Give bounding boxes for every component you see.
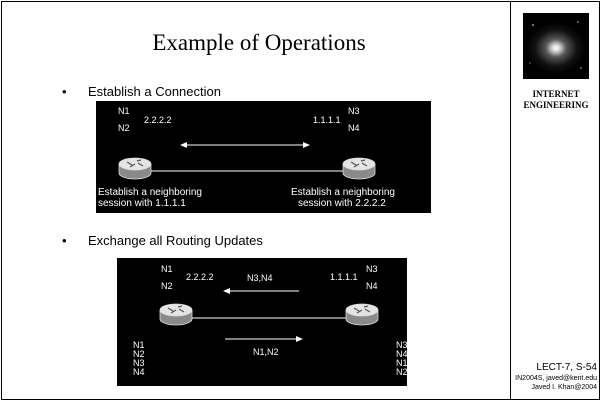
left-table-entry-2: N2 <box>133 349 145 359</box>
left-router-address: 2.2.2.2 <box>144 115 172 125</box>
left-network-2: N2 <box>161 281 173 291</box>
right-network-2: N4 <box>366 281 378 291</box>
right-table-entry-2: N4 <box>396 349 407 359</box>
left-network-2: N2 <box>118 123 130 133</box>
lecture-slide-number: LECT-7, S-54 <box>536 362 597 373</box>
left-router-icon <box>118 157 152 180</box>
diagram-exchange-updates: N1 2.2.2.2 N2 N3 1.1.1.1 N4 N3,N4 N1,N2 … <box>117 258 407 386</box>
brand-label: INTERNET ENGINEERING <box>514 89 598 111</box>
sidebar-divider <box>510 1 511 400</box>
right-network-2: N4 <box>348 123 360 133</box>
brand-line-1: INTERNET <box>532 89 580 99</box>
right-network-1: N3 <box>348 106 360 116</box>
connection-arrow <box>151 142 346 172</box>
update-arrows <box>191 288 347 342</box>
left-router-address: 2.2.2.2 <box>186 272 214 282</box>
left-caption-line-2: session with 1.1.1.1 <box>98 198 186 209</box>
right-router-icon <box>345 303 379 326</box>
left-router-icon <box>159 303 193 326</box>
left-table-entry-3: N3 <box>133 358 145 368</box>
right-router-icon <box>342 157 376 180</box>
brand-line-2: ENGINEERING <box>523 100 589 110</box>
left-network-1: N1 <box>118 106 130 116</box>
right-table-entry-1: N3 <box>396 340 407 350</box>
right-table-entry-4: N2 <box>396 367 407 377</box>
bullet-marker: • <box>62 84 67 99</box>
author-credit: Javed I. Khan@2004 <box>531 384 598 391</box>
left-table-entry-1: N1 <box>133 340 145 350</box>
right-network-1: N3 <box>366 264 378 274</box>
right-table-entry-3: N1 <box>396 358 407 368</box>
bullet-text: Establish a Connection <box>88 84 221 99</box>
bullet-text: Exchange all Routing Updates <box>88 233 263 248</box>
left-caption-line-1: Establish a neighboring <box>98 187 202 198</box>
course-email: IN2004S, javed@kent.edu <box>515 375 597 382</box>
bullet-marker: • <box>62 233 67 248</box>
right-router-address: 1.1.1.1 <box>313 115 341 125</box>
slide-title: Example of Operations <box>152 30 366 55</box>
galaxy-logo-image <box>523 13 589 79</box>
right-caption-line-2: session with 2.2.2.2 <box>298 198 386 209</box>
left-table-entry-4: N4 <box>133 367 145 377</box>
right-router-address: 1.1.1.1 <box>330 272 358 282</box>
diagram-establish-connection: N1 2.2.2.2 N2 N3 1.1.1.1 N4 Establish a … <box>96 101 431 213</box>
update-to-right-label: N1,N2 <box>253 347 279 357</box>
left-network-1: N1 <box>161 264 173 274</box>
right-caption-line-1: Establish a neighboring <box>291 187 395 198</box>
update-to-left-label: N3,N4 <box>247 273 273 283</box>
